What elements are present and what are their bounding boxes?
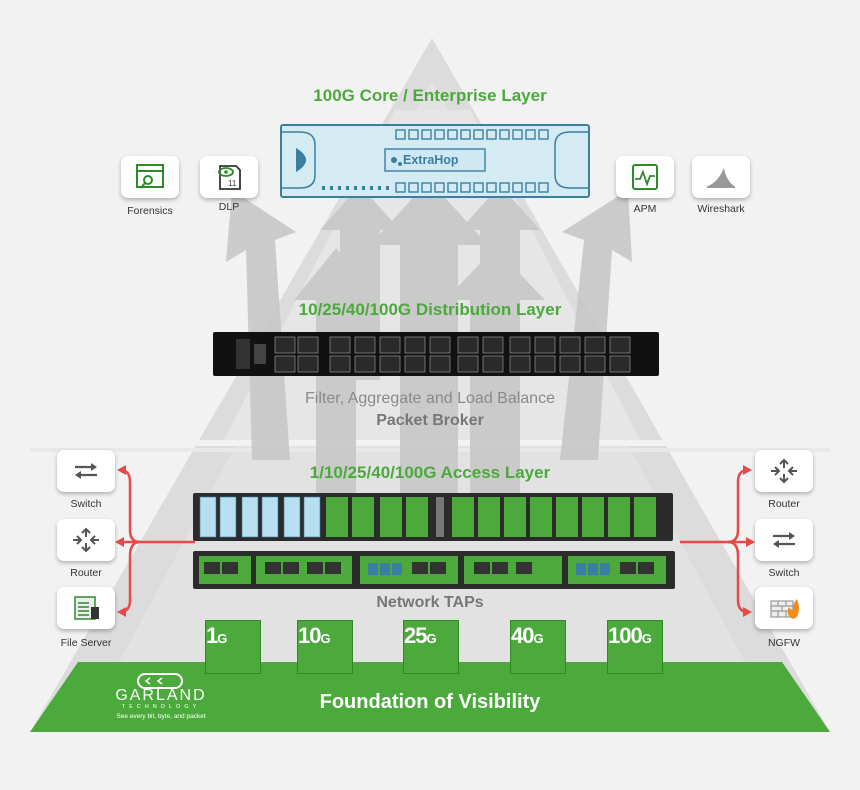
broker-description: Filter, Aggregate and Load Balance — [305, 390, 555, 407]
speed-100g-unit: G — [641, 631, 652, 646]
file-server-icon — [74, 596, 99, 620]
wireshark-icon — [707, 168, 735, 188]
apm-label: APM — [633, 203, 657, 215]
right-switch-label: Switch — [768, 567, 800, 579]
right-arrowheads — [743, 465, 755, 617]
switch-icon — [773, 532, 795, 548]
left-file-server-label: File Server — [60, 637, 112, 649]
left-file-server-card[interactable] — [57, 587, 115, 629]
dlp-label: DLP — [218, 201, 240, 213]
apm-card[interactable] — [616, 156, 674, 198]
firewall-icon — [770, 599, 799, 619]
speed-box-1g: 1G — [206, 621, 260, 673]
distribution-layer-title: 10/25/40/100G Distribution Layer — [298, 300, 562, 319]
access-layer-title: 1/10/25/40/100G Access Layer — [309, 463, 551, 482]
left-switch-label: Switch — [70, 498, 102, 510]
speed-1g-value: 1 — [206, 623, 218, 648]
dlp-icon: 11 — [218, 165, 241, 190]
speed-box-100g: 100G — [608, 621, 662, 673]
core-device-brand: ExtraHop — [403, 153, 459, 167]
logo-sub: TECHNOLOGY — [121, 704, 201, 710]
wireshark-label: Wireshark — [697, 203, 745, 215]
svg-text:11: 11 — [228, 179, 237, 188]
router-icon — [771, 458, 797, 484]
foundation-title: Foundation of Visibility — [319, 691, 541, 713]
forensics-card[interactable] — [121, 156, 179, 198]
right-router-label: Router — [768, 498, 800, 510]
right-ngfw-card[interactable] — [755, 587, 813, 629]
right-switch-card[interactable] — [755, 519, 813, 561]
broker-title: Packet Broker — [376, 412, 484, 429]
garland-logo-mark — [137, 673, 183, 689]
logo-name: GARLAND — [115, 687, 207, 704]
speed-box-10g: 10G — [298, 621, 352, 673]
right-router-card[interactable] — [755, 450, 813, 492]
switch-icon — [75, 463, 97, 479]
left-switch-card[interactable] — [57, 450, 115, 492]
core-layer-title: 100G Core / Enterprise Layer — [313, 86, 547, 105]
speed-40g-value: 40 — [511, 623, 535, 648]
speed-1g-unit: G — [217, 631, 227, 646]
speed-10g-value: 10 — [298, 623, 322, 648]
speed-100g-value: 100 — [608, 623, 643, 648]
foundation-band — [30, 662, 830, 732]
right-ngfw-label: NGFW — [767, 637, 801, 649]
left-arrowheads — [115, 465, 126, 617]
forensics-label: Forensics — [127, 205, 173, 217]
core-appliance — [280, 124, 590, 198]
logo-tagline: See every bit, byte, and packet — [116, 713, 206, 720]
left-router-card[interactable] — [57, 519, 115, 561]
apm-icon — [632, 164, 658, 190]
wireshark-card[interactable] — [692, 156, 750, 198]
router-icon — [73, 527, 99, 553]
tap-device — [193, 551, 675, 589]
speed-25g-value: 25 — [404, 623, 428, 648]
dlp-card[interactable]: 11 — [200, 156, 258, 198]
left-router-label: Router — [70, 567, 102, 579]
speed-25g-unit: G — [426, 631, 436, 646]
access-device — [193, 493, 673, 541]
speed-10g-unit: G — [320, 631, 330, 646]
speed-box-25g: 25G — [404, 621, 458, 673]
speed-box-40g: 40G — [511, 621, 565, 673]
speed-40g-unit: G — [533, 631, 543, 646]
distribution-device — [213, 332, 659, 376]
network-taps-title: Network TAPs — [376, 594, 484, 611]
forensics-icon — [136, 164, 164, 189]
